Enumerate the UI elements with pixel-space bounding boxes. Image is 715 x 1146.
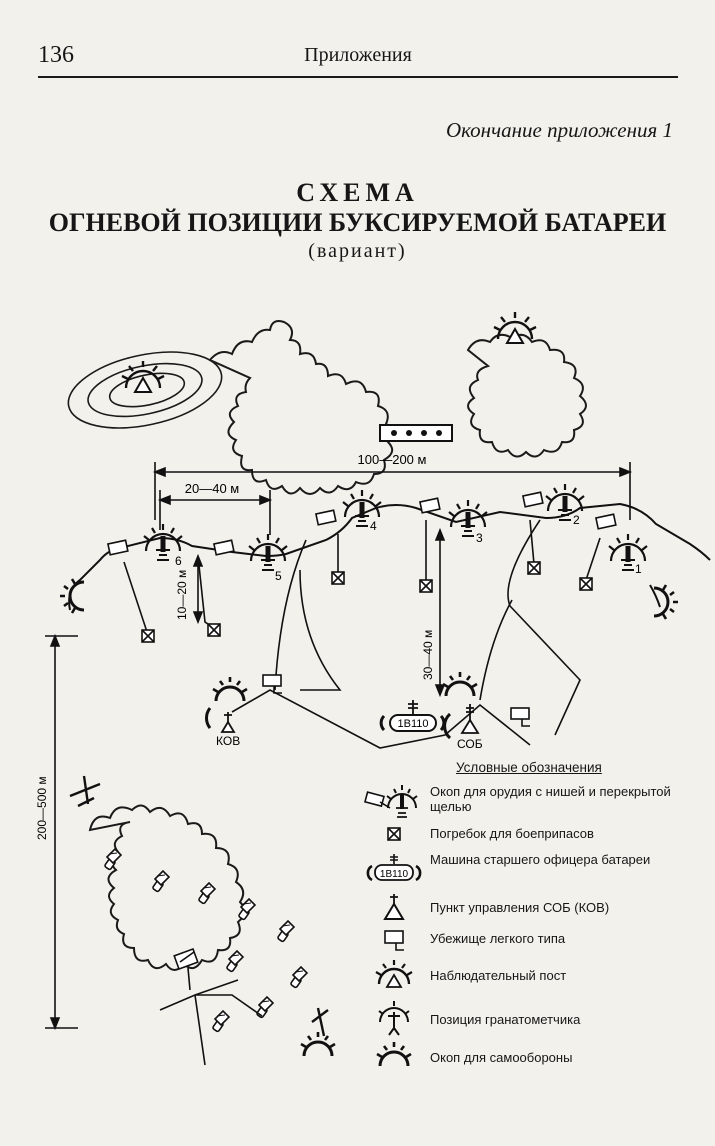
dimension-30-40-label: 30—40 м	[421, 630, 435, 680]
self-defense-trench-icon	[441, 670, 479, 698]
vehicle-shelter-icon	[151, 870, 170, 893]
ammo-cellar-icon	[141, 629, 155, 643]
vehicle-label: 1В110	[398, 718, 429, 730]
light-shelter-icon	[510, 707, 531, 727]
ammo-cellar-icon	[419, 579, 433, 593]
vehicle-shelter-icon	[211, 1010, 230, 1033]
gun-number-4: 4	[370, 519, 377, 533]
niche-icon	[419, 497, 441, 514]
niche-icon	[522, 491, 544, 508]
ammo-cellar-icon	[527, 561, 541, 575]
gun-trench-icon	[364, 785, 418, 818]
dimension-20-40-label: 20—40 м	[185, 481, 240, 496]
vehicle-shelter-icon	[225, 950, 244, 973]
command-vehicle-icon	[379, 700, 446, 732]
tree-line-south	[88, 804, 246, 971]
legend-text: Наблюдательный пост	[430, 968, 567, 983]
control-point-sob	[443, 704, 480, 740]
legend-text: Машина старшего офицера батареи	[430, 852, 651, 867]
vehicle-shelter-icon	[276, 920, 295, 943]
running-head: Приложения	[304, 44, 412, 66]
vehicle-shelter-icon	[197, 882, 216, 905]
control-point-icon	[383, 894, 405, 920]
page-header: 136 Приложения	[38, 38, 678, 80]
page-number: 136	[38, 42, 74, 68]
legend-text: Пункт управления СОБ (КОВ)	[430, 900, 610, 915]
gun-number-5: 5	[275, 569, 282, 583]
self-defense-trench-icon	[211, 675, 249, 703]
hill-contours	[67, 351, 223, 429]
legend-vehicle-label: 1В110	[380, 869, 409, 880]
header-rule	[38, 76, 678, 78]
control-point-kov	[205, 707, 236, 733]
self-defense-trench-icon	[376, 1042, 412, 1067]
command-vehicle-icon: 1В110	[366, 854, 422, 882]
tree-line-north-east	[466, 333, 587, 458]
rear-trenches	[159, 967, 263, 1066]
dimension-10-20	[192, 553, 204, 625]
ammo-cellar-icon	[579, 577, 593, 591]
dimension-200-500-label: 200—500 м	[35, 776, 49, 840]
ammo-cellar-icon	[331, 571, 345, 585]
gun-trench-icon	[247, 532, 289, 572]
niche-icon	[595, 513, 617, 530]
grenade-launcher-icon	[378, 1001, 410, 1036]
title-line-1: СХЕМА	[296, 178, 419, 207]
legend-title: Условные обозначения	[456, 760, 602, 775]
ammo-cellar-icon	[387, 827, 401, 841]
tree-line-north-west	[208, 320, 394, 495]
kov-label: КОВ	[216, 734, 240, 748]
self-defense-trench-icon	[58, 577, 86, 615]
gun-number-2: 2	[573, 513, 580, 527]
title-line-3: (вариант)	[308, 240, 407, 262]
niche-icon	[107, 539, 129, 556]
vehicle-shelter-icon	[255, 996, 274, 1019]
legend-text: Позиция гранатометчика	[430, 1012, 581, 1027]
dimension-20-40	[157, 490, 273, 535]
observation-post-icon	[375, 960, 413, 988]
dimension-30-40	[434, 527, 446, 698]
gun-number-1: 1	[635, 562, 642, 576]
legend-text: Окоп для самообороны	[430, 1050, 573, 1065]
dimension-10-20-label: 10—20 м	[175, 570, 189, 620]
title-line-2: ОГНЕВОЙ ПОЗИЦИИ БУКСИРУЕМОЙ БАТАРЕИ	[48, 208, 667, 237]
legend-text: Убежище легкого типа	[430, 931, 566, 946]
self-defense-trench-icon	[299, 1030, 337, 1058]
dimension-100-200	[152, 462, 633, 520]
rear-shelter	[173, 947, 199, 971]
appendix-note: Окончание приложения 1	[445, 118, 673, 142]
aiming-post	[379, 424, 453, 442]
ammo-cellar-icon	[207, 623, 221, 637]
grenade-launcher-icon	[69, 775, 329, 1037]
sob-label: СОБ	[457, 737, 483, 751]
light-shelter-icon	[262, 674, 283, 694]
connecting-trenches	[123, 519, 601, 749]
gun-number-6: 6	[175, 554, 182, 568]
niche-icon	[315, 509, 337, 526]
dimension-100-200-label: 100—200 м	[358, 452, 427, 467]
vehicle-shelter-icon	[289, 966, 308, 989]
title-block: СХЕМА ОГНЕВОЙ ПОЗИЦИИ БУКСИРУЕМОЙ БАТАРЕ…	[0, 178, 715, 264]
gun-number-3: 3	[476, 531, 483, 545]
dimension-200-500	[45, 633, 78, 1031]
legend-text: Окоп для орудия с нишей и перекрытой щел…	[430, 784, 671, 814]
light-shelter-icon	[384, 930, 404, 951]
vehicle-shelter-icon	[103, 848, 122, 871]
observation-post-icon	[120, 359, 166, 394]
legend-text: Погребок для боеприпасов	[430, 826, 594, 841]
